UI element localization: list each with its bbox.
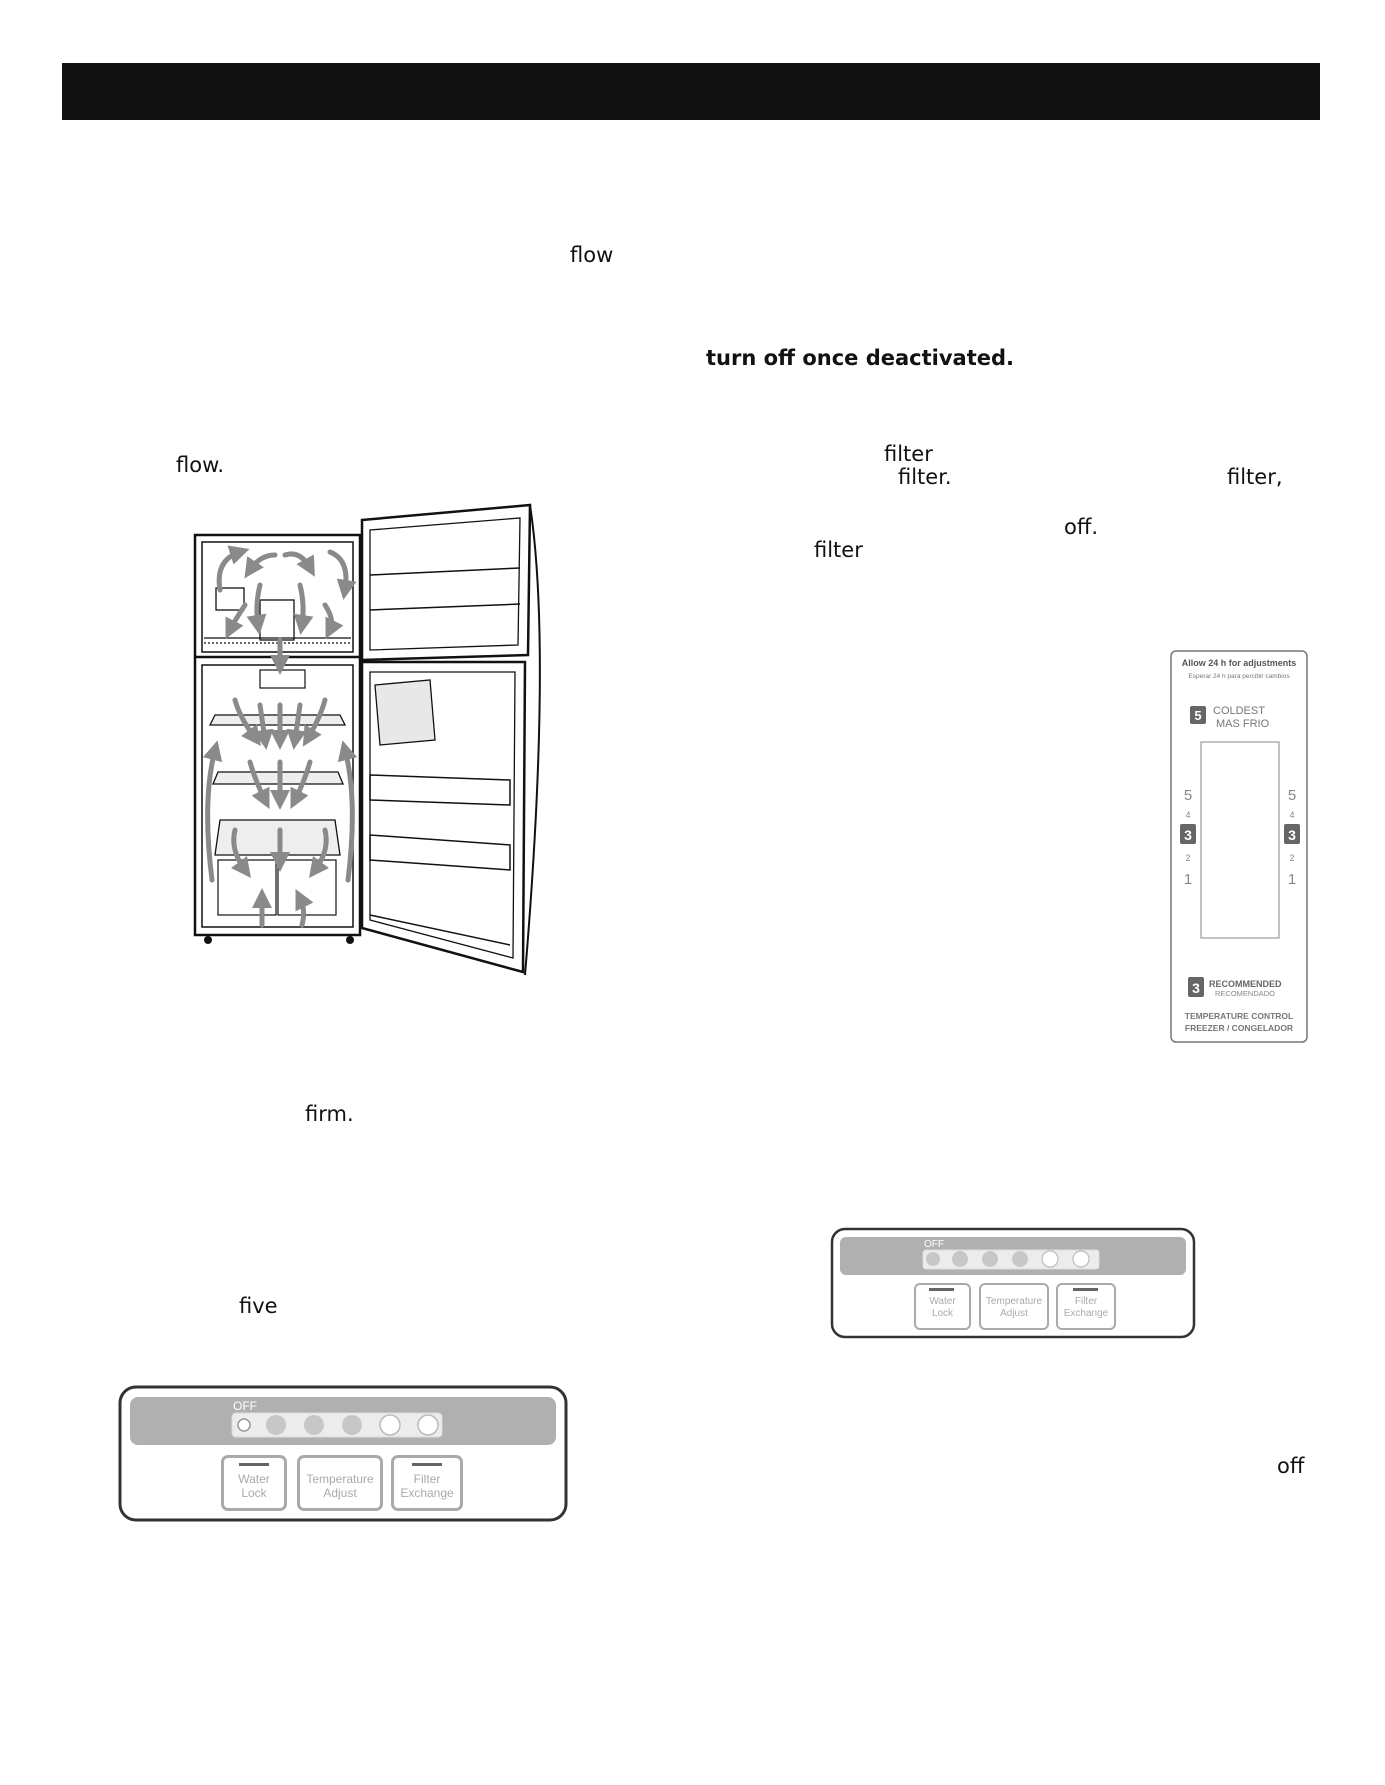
control-panel-right: OFF Water Lock Temperature Adjust Filter… [830, 1227, 1196, 1339]
text-filter-4: filter [814, 538, 863, 562]
coldest-label-es: MAS FRIO [1216, 718, 1270, 730]
allow-title: Allow 24 h for adjustments [1182, 658, 1297, 668]
water-lock-label-right-1: Water [929, 1296, 956, 1307]
temperature-adjust-label-2: Adjust [323, 1486, 357, 1500]
indicator-right-5 [1072, 1250, 1090, 1268]
allow-subtitle: Esperar 24 h para percibir cambios [1188, 673, 1290, 680]
recommended-label-es: RECOMENDADO [1215, 989, 1275, 998]
scale-right-4: 4 [1289, 810, 1294, 820]
text-filter-1: filter [884, 442, 933, 466]
text-filter-3: filter, [1227, 465, 1283, 489]
filter-exchange-label-right-1: Filter [1074, 1296, 1098, 1307]
temperature-adjust-label-right-1: Temperature [985, 1296, 1043, 1307]
text-turn-off: turn off once deactivated. [706, 346, 1015, 370]
text-flow-2: flow. [176, 453, 224, 477]
off-label: OFF [233, 1399, 257, 1413]
temperature-adjust-label-right-2: Adjust [1000, 1308, 1028, 1319]
scale-right-3: 3 [1288, 827, 1296, 843]
scale-left-2: 2 [1185, 853, 1190, 863]
indicator-4 [379, 1414, 401, 1436]
filter-exchange-label-right-2: Exchange [1063, 1308, 1109, 1319]
water-lock-button[interactable]: Water Lock [221, 1455, 287, 1511]
text-off-2: off [1277, 1454, 1305, 1478]
scale-left-5: 5 [1184, 787, 1192, 804]
indicator-right-4 [1041, 1250, 1059, 1268]
indicator-2 [304, 1415, 324, 1435]
filter-exchange-label-1: Filter [413, 1472, 441, 1486]
text-filter-2: filter. [898, 465, 952, 489]
indicator-right-off [926, 1252, 940, 1266]
refrigerator-airflow-illustration [193, 503, 541, 976]
scale-right-2: 2 [1289, 853, 1294, 863]
text-off-1: off. [1064, 515, 1098, 539]
temperature-adjust-button-right[interactable]: Temperature Adjust [979, 1283, 1049, 1330]
filter-exchange-button[interactable]: Filter Exchange [391, 1455, 463, 1511]
scale-left-4: 4 [1185, 810, 1190, 820]
text-firm: firm. [305, 1102, 354, 1126]
indicator-1 [266, 1415, 286, 1435]
indicator-5 [417, 1414, 439, 1436]
indicator-right-3 [1012, 1251, 1028, 1267]
water-lock-label-right-2: Lock [931, 1308, 954, 1319]
recommended-label: RECOMMENDED [1209, 979, 1282, 989]
footer-line2: FREEZER / CONGELADOR [1185, 1023, 1293, 1033]
indicator-3 [342, 1415, 362, 1435]
scale-right-5: 5 [1288, 787, 1296, 804]
indicator-right-1 [952, 1251, 968, 1267]
indicator-off [237, 1418, 251, 1432]
scale-left-3: 3 [1184, 827, 1192, 843]
temperature-adjust-label-1: Temperature [306, 1472, 374, 1486]
coldest-number: 5 [1194, 708, 1201, 723]
control-panel-left: OFF Water Lock Temperature Adjust Filter… [118, 1385, 568, 1522]
text-five: five [239, 1294, 278, 1318]
footer-line1: TEMPERATURE CONTROL [1185, 1011, 1293, 1021]
scale-left-1: 1 [1184, 871, 1192, 888]
water-lock-button-right[interactable]: Water Lock [914, 1283, 971, 1330]
water-lock-label-1: Water [238, 1472, 270, 1486]
filter-exchange-label-2: Exchange [400, 1486, 454, 1500]
temperature-control-card: Allow 24 h for adjustments Esperar 24 h … [1170, 650, 1308, 1043]
indicator-right-2 [982, 1251, 998, 1267]
scale-right-1: 1 [1288, 871, 1296, 888]
water-lock-label-2: Lock [241, 1486, 267, 1500]
header-bar [62, 63, 1320, 120]
filter-exchange-button-right[interactable]: Filter Exchange [1056, 1283, 1116, 1330]
coldest-label: COLDEST [1213, 705, 1265, 717]
recommended-number: 3 [1192, 980, 1200, 996]
off-label-right: OFF [924, 1239, 944, 1250]
text-flow-1: flow [570, 243, 614, 267]
temperature-adjust-button[interactable]: Temperature Adjust [297, 1455, 383, 1511]
